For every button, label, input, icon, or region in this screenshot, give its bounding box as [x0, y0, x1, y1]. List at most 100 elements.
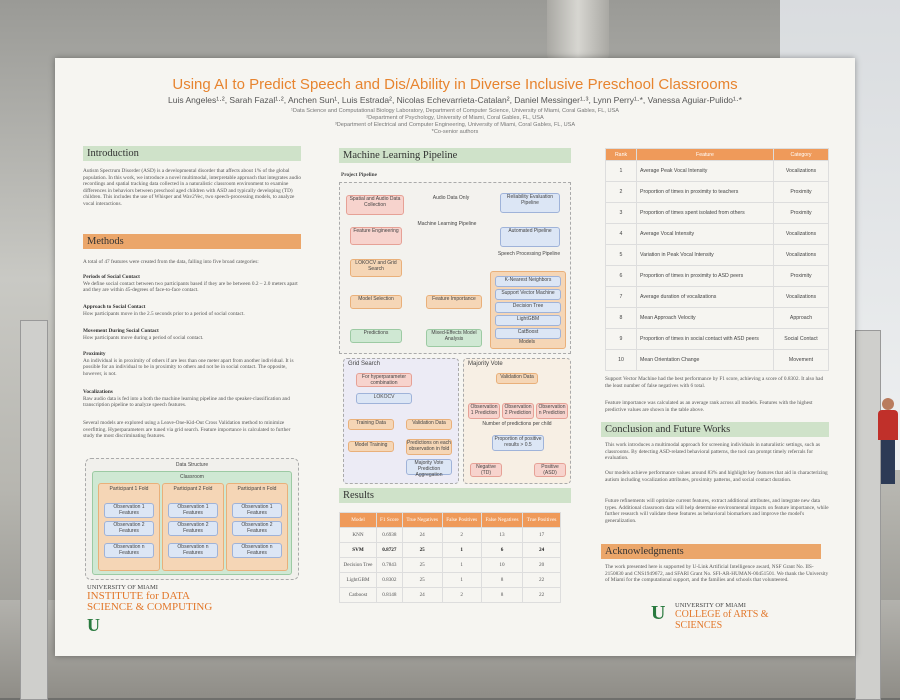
observation-box: Observation n Features — [104, 543, 154, 558]
model-item: Support Vector Machine — [495, 289, 561, 300]
pipeline-box: Mixed-Effects Model Analysis — [426, 329, 482, 347]
grid-step: Model Training — [348, 441, 394, 452]
grid-search-title: Grid Search — [348, 361, 381, 367]
idsc-logo: UNIVERSITY OF MIAMI INSTITUTE for DATA S… — [87, 584, 287, 636]
project-pipeline-label: Project Pipeline — [341, 172, 377, 178]
majority-vote-title: Majority Vote — [468, 361, 503, 367]
data-structure-diagram: Data Structure Classroom Participant 1 F… — [85, 458, 299, 580]
grid-step: Predictions on each observation in fold — [406, 439, 452, 455]
acknowledgments-text: The work presented here is supported by … — [605, 564, 829, 584]
grid-step: LOKOCV — [356, 393, 412, 404]
pipeline-label: Audio Data Only — [432, 195, 470, 201]
pipeline-box: Feature Engineering — [350, 227, 402, 245]
acknowledgments-heading: Acknowledgments — [601, 544, 821, 559]
cas-logo: U UNIVERSITY OF MIAMI COLLEGE of ARTS & … — [651, 602, 769, 631]
methods-heading: Methods — [83, 234, 301, 249]
introduction-heading: Introduction — [83, 146, 301, 161]
vote-step: Validation Data — [496, 373, 538, 384]
model-item: K-Nearest Neighbors — [495, 276, 561, 287]
introduction-text: Autism Spectrum Disorder (ASD) is a deve… — [83, 168, 301, 207]
majority-vote-diagram: Majority Vote Validation Data Observatio… — [463, 358, 571, 484]
grid-step: For hyperparameter combination — [356, 373, 412, 387]
methods-intro: A total of 47 features were created from… — [83, 259, 259, 265]
observation-box: Observation n Features — [168, 543, 218, 558]
pipeline-box: Reliability Evaluation Pipeline — [500, 193, 560, 213]
poster-title: Using AI to Predict Speech and Dis/Abili… — [172, 76, 738, 93]
poster-stand-left — [20, 320, 48, 700]
data-structure-title: Data Structure — [175, 462, 209, 468]
pipeline-label: Machine Learning Pipeline — [417, 221, 477, 227]
observation-box: Observation n Features — [232, 543, 282, 558]
vote-step: Observation 2 Prediction — [502, 403, 534, 419]
results-note-svm: Support Vector Machine had the best perf… — [605, 376, 824, 389]
pipeline-box: LOKOCV and Grid Search — [350, 259, 402, 277]
grid-step: Training Data — [348, 419, 394, 430]
results-heading: Results — [339, 488, 571, 503]
observation-box: Observation 2 Features — [104, 521, 154, 536]
grid-step: Validation Data — [406, 419, 452, 430]
um-logo-mark: U — [87, 615, 100, 635]
observation-box: Observation 1 Features — [232, 503, 282, 518]
conclusion-paragraph: Future refinements will optimize current… — [605, 498, 829, 524]
vote-step: Number of predictions per child — [482, 421, 552, 427]
vote-step: Positive (ASD) — [534, 463, 566, 477]
model-item: LightGBM — [495, 315, 561, 326]
poster: Using AI to Predict Speech and Dis/Abili… — [55, 58, 855, 656]
observation-box: Observation 2 Features — [168, 521, 218, 536]
results-table: Model F1 Score True Negatives False Posi… — [339, 512, 561, 603]
ml-pipeline-heading: Machine Learning Pipeline — [339, 148, 571, 163]
vote-step: Observation 1 Prediction — [468, 403, 500, 419]
observation-box: Observation 2 Features — [232, 521, 282, 536]
model-item: Decision Tree — [495, 302, 561, 313]
pipeline-box: Spatial and Audio Data Collection — [346, 195, 404, 215]
conclusion-paragraph: This work introduces a multimodal approa… — [605, 442, 821, 462]
pipeline-box: Feature Importance — [426, 295, 482, 309]
pipeline-box: Automated Pipeline — [500, 227, 560, 247]
observation-box: Observation 1 Features — [168, 503, 218, 518]
observation-box: Observation 1 Features — [104, 503, 154, 518]
grid-search-diagram: Grid Search For hyperparameter combinati… — [343, 358, 459, 484]
vote-step: Proportion of positive results > 0.5 — [492, 435, 544, 451]
um-logo-mark: U — [651, 602, 666, 624]
project-pipeline-diagram: Spatial and Audio Data Collection Audio … — [339, 182, 571, 354]
model-item: CatBoost — [495, 328, 561, 339]
vote-step: Negative (TD) — [470, 463, 502, 477]
pipeline-box: Model Selection — [350, 295, 402, 309]
vote-step: Observation n Prediction — [536, 403, 568, 419]
pipeline-label: Speech Processing Pipeline — [497, 251, 561, 257]
poster-affiliations: ¹Data Science and Computational Biology … — [291, 108, 619, 135]
pipeline-box: Predictions — [350, 329, 402, 343]
poster-authors: Luis Angeles¹·², Sarah Fazal¹·², Anchen … — [168, 95, 742, 105]
conclusion-paragraph: Our models achieve performance values ar… — [605, 470, 828, 483]
conclusion-heading: Conclusion and Future Works — [601, 422, 829, 437]
grid-step: Majority Vote Prediction Aggregation — [406, 459, 452, 478]
background-pillar — [547, 0, 609, 62]
results-note-feature-importance: Feature importance was calculated as an … — [605, 400, 813, 413]
person-in-background — [876, 398, 900, 488]
models-label: Models — [518, 339, 536, 345]
poster-stand-right — [855, 330, 881, 700]
methods-closing: Several models are explored using a Leav… — [83, 420, 291, 440]
models-box: K-Nearest Neighbors Support Vector Machi… — [490, 271, 566, 349]
